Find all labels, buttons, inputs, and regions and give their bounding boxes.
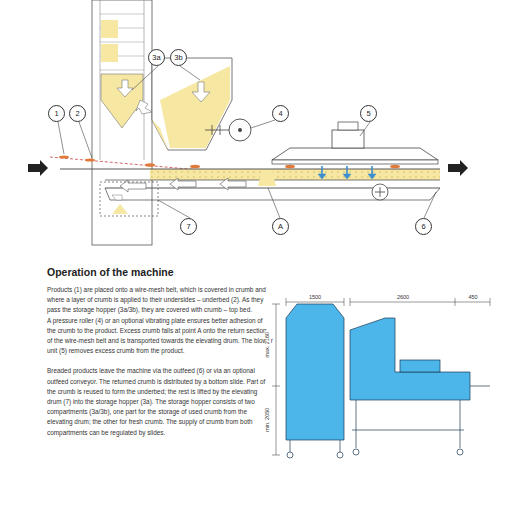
paragraph: Products (1) are placed onto a wire-mesh… (47, 285, 273, 316)
callout-number: 1 (54, 110, 58, 118)
callout-circle: 3b (170, 49, 187, 66)
dimension-label: min. 2050 (265, 407, 271, 433)
callout-number: 2 (75, 110, 79, 118)
paragraph: A pressure roller (4) or an optional vib… (47, 316, 273, 357)
callout-circle: 5 (360, 105, 377, 122)
section-heading: Operation of the machine (47, 266, 174, 278)
callout-circle: 1 (48, 105, 65, 122)
callout-circle: 3a (148, 49, 165, 66)
callout-number: 4 (278, 110, 282, 118)
paragraph: Breaded products leave the machine via t… (47, 366, 273, 437)
callout-circle: 6 (415, 218, 432, 235)
body-text: Products (1) are placed onto a wire-mesh… (47, 285, 273, 438)
callout-number: 6 (421, 223, 425, 231)
dimension-label: max. 2160 (265, 331, 271, 359)
callout-circle: 4 (272, 105, 289, 122)
dimension-label: 450 (467, 295, 478, 301)
dimension-label: 1500 (308, 295, 322, 301)
callout-number: 7 (186, 223, 190, 231)
callout-number: 3a (152, 54, 160, 62)
callout-number: 3b (174, 54, 182, 62)
dimension-label: 2600 (396, 295, 410, 301)
callout-circle: 7 (180, 218, 197, 235)
callout-circle: 2 (69, 105, 86, 122)
callout-circle: A (272, 218, 289, 235)
callout-number: A (278, 223, 283, 231)
callout-number: 5 (366, 110, 370, 118)
